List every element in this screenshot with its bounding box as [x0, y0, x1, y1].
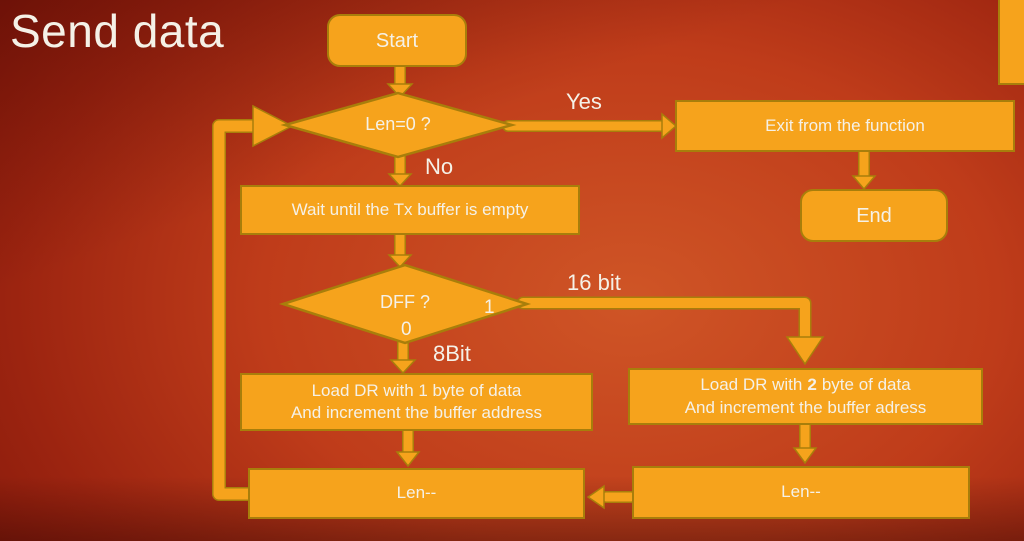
node-end-label: End: [856, 204, 892, 227]
node-wait-label: Wait until the Tx buffer is empty: [291, 199, 529, 219]
edge-label-8bit: 8Bit: [433, 341, 471, 366]
arrowhead-load16-to-len: [792, 447, 818, 465]
arrowhead-dff-to-load16: [785, 336, 825, 366]
arrow-dff-to-load16: [518, 298, 810, 343]
node-load8-line2: And increment the buffer address: [290, 403, 543, 422]
node-exit-label: Exit from the function: [765, 115, 925, 135]
arrowhead-load8-to-len: [395, 451, 421, 468]
node-len-right-label: Len--: [781, 482, 821, 502]
node-load16-line2: And increment the buffer adress: [684, 397, 927, 417]
node-len-left-label: Len--: [396, 483, 437, 503]
arrowhead-no: [387, 173, 413, 188]
edge-label-zero: 0: [401, 319, 412, 340]
edge-label-yes: Yes: [566, 89, 602, 114]
arrowhead-wait-to-dff: [387, 254, 413, 269]
node-end: End: [800, 189, 948, 242]
node-wait: Wait until the Tx buffer is empty: [240, 185, 580, 235]
node-load8: Load DR with 1 byte of data And incremen…: [240, 373, 593, 431]
node-len-right: Len--: [632, 466, 970, 519]
arrowhead-exit-to-end: [851, 175, 877, 191]
node-exit: Exit from the function: [675, 100, 1015, 152]
edge-label-one: 1: [484, 297, 495, 318]
slide-title: Send data: [10, 5, 225, 57]
arrow-dff-to-load16-outline: [516, 296, 812, 345]
arrowhead-dff-to-load8: [389, 359, 417, 375]
node-load8-line1: Load DR with 1 byte of data: [311, 380, 522, 400]
arrowhead-start-to-len0: [386, 83, 414, 99]
node-dff-label: DFF ?: [379, 292, 430, 312]
edge-label-16bit: 16 bit: [567, 270, 621, 295]
corner-decoration-rect: [998, 0, 1024, 85]
arrowhead-loopback: [252, 104, 294, 148]
node-load16-bold: 2: [807, 375, 817, 395]
decision-diamond-dff: [278, 263, 532, 345]
arrow-loopback: [213, 120, 261, 500]
arrowhead-lenright-to-lenleft: [586, 484, 605, 510]
node-len0-label: Len=0 ?: [365, 114, 431, 134]
decision-diamond-len0: [280, 91, 517, 159]
node-len-left: Len--: [248, 468, 585, 519]
arrowhead-yes: [661, 112, 678, 140]
node-load16-suffix: byte of data: [821, 375, 911, 395]
node-load16-prefix: Load DR with: [700, 375, 803, 395]
node-start-label: Start: [375, 29, 419, 52]
edge-label-no: No: [425, 154, 454, 179]
node-start: Start: [327, 14, 467, 67]
